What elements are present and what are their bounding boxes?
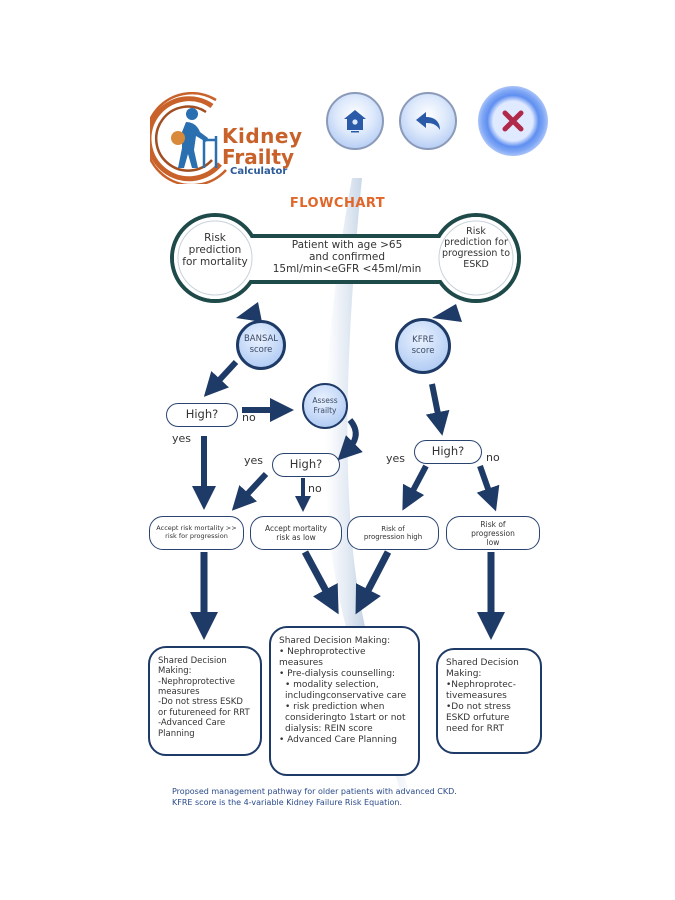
frailty-label: Frailty <box>313 406 337 415</box>
logo-text-kidney: Kidney <box>222 124 303 148</box>
box-left-item: -Advanced Care Planning <box>158 718 226 739</box>
box-center-subitem: • modality selection, includingconservat… <box>285 679 407 701</box>
bansal-label: BANSAL <box>243 333 279 344</box>
progression-risk-node: Risk prediction for progression to ESKD <box>441 226 511 270</box>
box-center-item: • Nephroprotective measures <box>279 646 366 668</box>
box-center-heading: Shared Decision Making: <box>279 636 391 646</box>
decision-high-kfre: High? <box>414 440 482 464</box>
assess-label: Assess <box>312 396 338 406</box>
label-yes-bansal: yes <box>172 432 192 445</box>
box-center-subitem: • risk prediction when consideringto 1st… <box>285 701 406 734</box>
label-no-bansal: no <box>242 411 256 424</box>
back-button[interactable] <box>399 92 457 150</box>
bansal-sublabel: score <box>249 345 273 355</box>
label-yes-kfre: yes <box>386 452 406 465</box>
arrow-no-right <box>476 465 500 512</box>
outcome-progression-low: Risk of progression low <box>446 516 540 550</box>
arrowhead-to-progression <box>432 304 462 322</box>
close-button[interactable] <box>478 86 548 156</box>
label-no-kfre: no <box>486 451 500 464</box>
logo-walker-figure-icon <box>150 92 227 184</box>
figure-caption: Proposed management pathway for older pa… <box>172 787 457 809</box>
arrow-bansal-to-high <box>203 359 239 397</box>
box-left-item: -Do not stress ESKD or futureneed for RR… <box>158 697 250 718</box>
arrow-mid-to-center <box>301 550 339 615</box>
shared-decision-box-left: Shared Decision Making: -Nephroprotectiv… <box>148 646 262 756</box>
label-no-frailty: no <box>308 482 322 495</box>
patient-criteria: Patient with age >65 and confirmed 15ml/… <box>262 239 432 275</box>
box-right-heading: Shared Decision Making: <box>446 658 519 679</box>
arrowhead-to-mortality <box>236 302 262 322</box>
shared-decision-box-center: Shared Decision Making: • Nephroprotecti… <box>269 626 420 776</box>
box-right-item: •Nephroprotec-tivemeasures <box>446 679 516 701</box>
flowchart-title: FLOWCHART <box>289 196 386 211</box>
outcome-progression-high: Risk of progression high <box>347 516 439 550</box>
back-arrow-icon <box>416 112 440 130</box>
logo-text-calculator: Calculator <box>230 166 288 177</box>
caption-line-1: Proposed management pathway for older pa… <box>172 787 457 796</box>
arrow-high-to-center <box>355 550 392 615</box>
arrow-assess-to-high <box>337 418 363 461</box>
arrow-yes-right <box>402 464 429 511</box>
logo-text-frailty: Frailty <box>222 145 295 169</box>
caption-line-2: KFRE score is the 4-variable Kidney Fail… <box>172 797 403 807</box>
close-icon <box>502 110 524 132</box>
home-icon <box>344 110 366 133</box>
decision-high-bansal: High? <box>166 403 238 427</box>
outcome-accept-risk-mortality: Accept risk mortality >> risk for progre… <box>149 516 244 550</box>
box-left-item: -Nephroprotective measures <box>158 676 236 698</box>
box-center-item: • Pre-dialysis counselling: <box>279 668 396 679</box>
shared-decision-box-right: Shared Decision Making: •Nephroprotec-ti… <box>436 648 542 754</box>
decorative-swoosh <box>325 178 408 790</box>
arrow-kfre-to-high <box>425 383 450 436</box>
box-right-item: •Do not stress ESKD orfuture need for RR… <box>446 701 511 734</box>
home-button[interactable] <box>326 92 384 150</box>
box-center-item: • Advanced Care Planning <box>279 734 397 745</box>
arrow-yes-mid-to-accept <box>231 471 269 511</box>
label-yes-frailty: yes <box>244 454 264 467</box>
criteria-line-age: Patient with age >65 <box>291 239 403 251</box>
box-left-heading: Shared Decision Making: <box>158 656 227 677</box>
kfre-sublabel: score <box>411 346 435 356</box>
criteria-line-confirmed: and confirmed <box>308 251 386 264</box>
mortality-risk-node: Risk prediction for mortality <box>182 232 248 269</box>
criteria-line-egfr: 15ml/min<eGFR <45ml/min <box>272 263 422 276</box>
kfre-label: KFRE <box>412 334 434 345</box>
outcome-accept-mortality-low: Accept mortality risk as low <box>250 516 342 550</box>
decision-high-frailty: High? <box>272 453 340 477</box>
